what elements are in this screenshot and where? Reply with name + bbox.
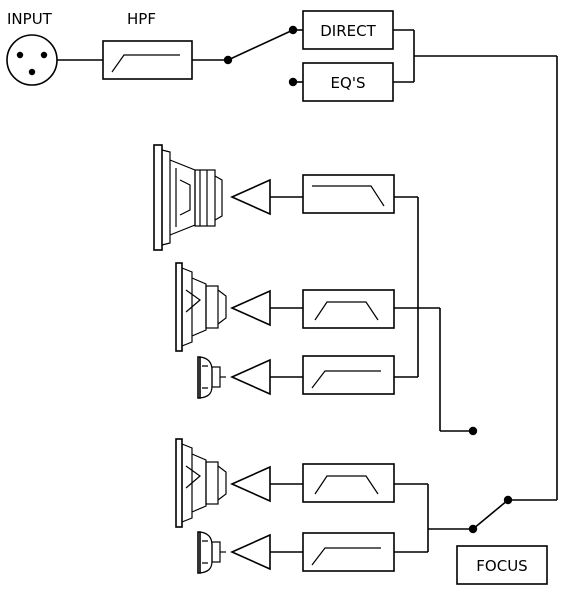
bandpass-filter-block [302, 463, 395, 503]
amplifier-triangle-icon [230, 358, 271, 396]
focus-switch [472, 495, 513, 530]
highpass-curve-icon [311, 547, 381, 566]
direct-eq-switch [223, 25, 298, 87]
eq-output-bus [393, 29, 558, 501]
midrange-speaker-icon [175, 262, 227, 352]
hpf-filter-block [102, 40, 193, 80]
bandpass-filter-block [302, 289, 395, 329]
lowpass-curve-icon [312, 185, 385, 207]
highpass-curve-icon [111, 54, 180, 73]
bandpass-curve-icon [314, 475, 379, 495]
amplifier-triangle-icon [230, 465, 271, 503]
hpf-label: HPF [127, 10, 156, 28]
direct-label: DIRECT [320, 22, 376, 40]
midrange-speaker-icon [175, 438, 227, 528]
eqs-label: EQ'S [331, 74, 366, 92]
focus-label: FOCUS [476, 557, 527, 575]
tweeter-speaker-icon [197, 356, 226, 399]
highpass-filter-block [302, 355, 395, 395]
input-label: INPUT [7, 10, 53, 28]
amplifier-triangle-icon [230, 178, 271, 216]
highpass-filter-block [302, 532, 395, 572]
rear-output-bus [427, 484, 478, 552]
focus-block: FOCUS [456, 545, 548, 585]
woofer-speaker-icon [153, 144, 223, 251]
amplifier-triangle-icon [230, 533, 271, 571]
tweeter-speaker-icon [197, 531, 226, 574]
eqs-block: EQ'S [302, 62, 394, 102]
lowpass-filter-block [302, 174, 395, 214]
highpass-curve-icon [311, 370, 381, 389]
direct-block: DIRECT [302, 10, 394, 50]
front-output-bus [417, 197, 478, 436]
amplifier-triangle-icon [230, 289, 271, 327]
bandpass-curve-icon [314, 301, 379, 321]
xlr-connector-icon [6, 34, 58, 86]
